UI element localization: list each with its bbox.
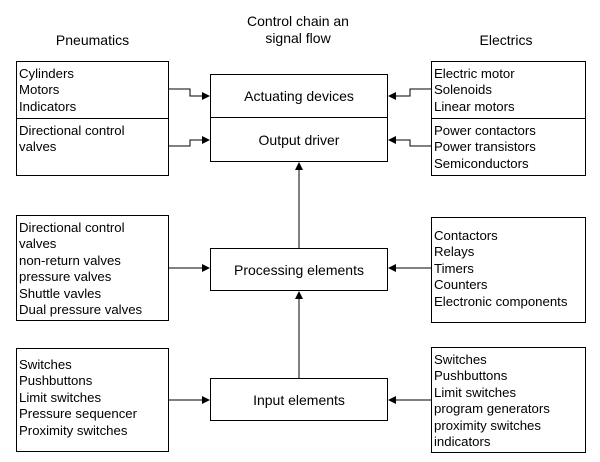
list-item: Linear motors [434, 98, 515, 114]
list-item: Motors [19, 82, 60, 98]
list-item: Pressure sequencer [19, 406, 138, 422]
list-item: Counters [434, 277, 488, 293]
arrow-right-actuating [388, 88, 431, 100]
list-item: Switches [19, 357, 72, 372]
electrics-header: Electrics [479, 32, 533, 48]
list-item: Timers [434, 260, 474, 276]
list-item: Dual pressure valves [19, 301, 143, 317]
list-item: Solenoids [434, 82, 492, 98]
electric-actuators-box: Electric motor Solenoids Linear motors P… [431, 61, 586, 176]
arrow-left-output [169, 136, 210, 147]
list-item: Relays [434, 244, 475, 260]
signal-flow-header: Control chain an signal flow [247, 13, 349, 46]
list-item: Proximity switches [19, 422, 128, 438]
list-item: Power contactors [434, 122, 536, 138]
actuating-devices: Actuating devices [244, 88, 354, 104]
list-item: program generators [434, 401, 550, 417]
divider [432, 118, 585, 135]
list-item: pressure valves [19, 269, 112, 285]
list-item: proximity switches [434, 417, 541, 433]
electric-processing-box: Contactors Relays Timers Counters Electr… [431, 217, 586, 323]
list-item: valves [19, 236, 57, 252]
list-item: Switches [434, 352, 487, 367]
list-item: Shuttle vavles [19, 285, 102, 301]
list-item: Limit switches [19, 389, 102, 405]
list-item: non-return valves [19, 252, 121, 268]
list-item: Indicators [19, 98, 77, 114]
list-item: Electronic components [434, 293, 568, 309]
list-item: Directional control [19, 220, 125, 235]
divider [17, 118, 168, 135]
pneumatic-processing-box: Directional control valves non-return va… [16, 215, 169, 321]
actuating-output-box: Actuating devices Output driver [210, 74, 388, 162]
list-item: Contactors [434, 228, 498, 243]
list-item: valves [19, 139, 57, 155]
list-item: Pushbuttons [434, 368, 508, 384]
electric-input-box: Switches Pushbuttons Limit switches prog… [431, 347, 586, 453]
list-item: Directional control [19, 122, 125, 138]
processing-elements: Processing elements [210, 248, 388, 291]
list-item: Power transistors [434, 139, 536, 155]
divider [211, 117, 387, 118]
list-item: indicators [434, 433, 491, 449]
input-elements: Input elements [210, 378, 388, 421]
list-item: Semiconductors [434, 155, 529, 171]
pneumatic-actuators-box: Cylinders Motors Indicators Directional … [16, 61, 169, 176]
list-item: Cylinders [19, 66, 74, 81]
pneumatics-header: Pneumatics [55, 32, 130, 48]
output-driver: Output driver [258, 131, 340, 148]
list-item: Electric motor [434, 66, 515, 81]
arrow-left-actuating [169, 88, 210, 100]
arrow-right-output [388, 136, 431, 147]
list-item: Pushbuttons [19, 373, 93, 389]
list-item: Limit switches [434, 384, 517, 400]
pneumatic-input-box: Switches Pushbuttons Limit switches Pres… [16, 348, 169, 452]
